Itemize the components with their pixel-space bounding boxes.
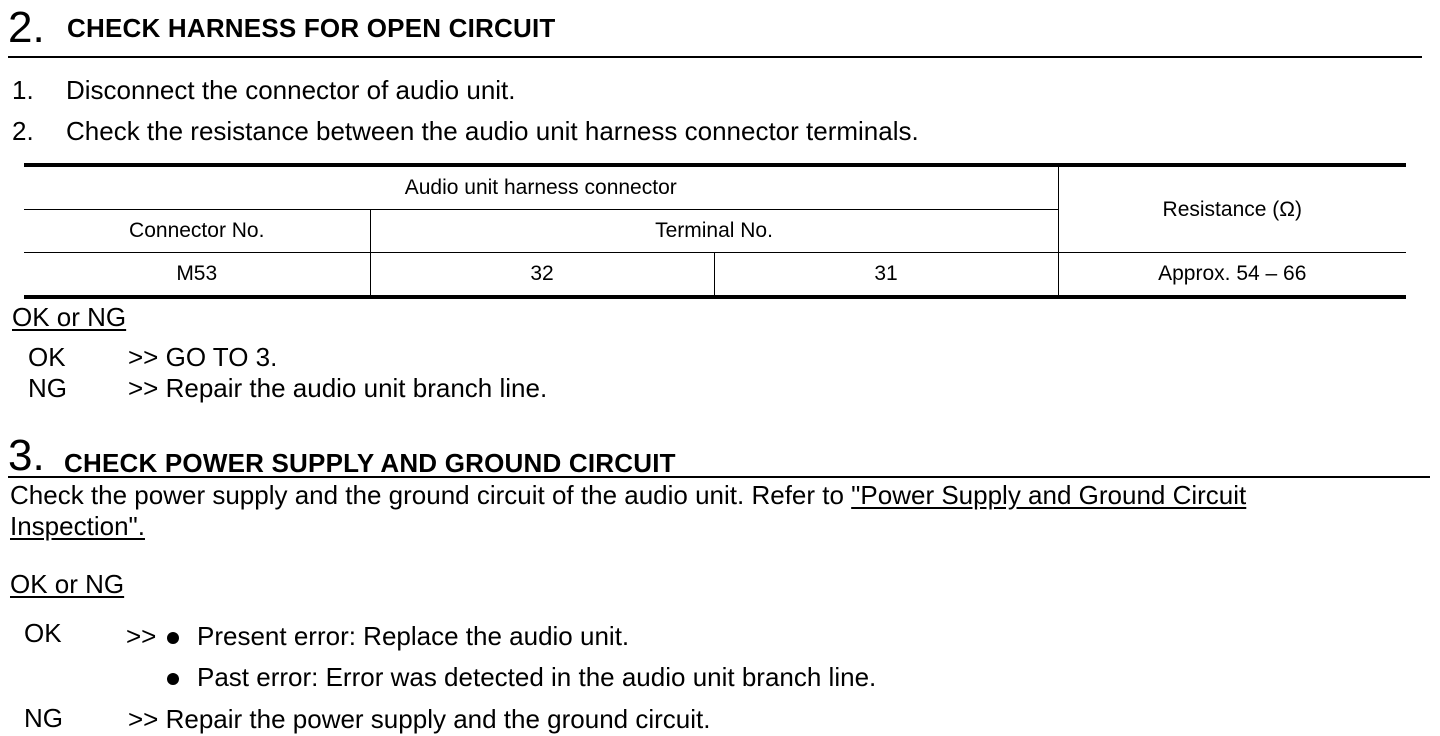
- resistance-table: Audio unit harness connector Resistance …: [24, 163, 1406, 299]
- terminal-header-cell: Terminal No.: [369, 209, 1059, 253]
- step3-ng-action: >> Repair the power supply and the groun…: [128, 704, 711, 734]
- step2-result-heading: OK or NG: [12, 302, 127, 332]
- step2-heading-rule: [8, 56, 1422, 58]
- resistance-header-cell: Resistance (Ω): [1057, 163, 1406, 253]
- step2-ng-code: NG: [28, 373, 67, 403]
- step3-ok-bullet-2: Past error: Error was detected in the au…: [197, 662, 877, 692]
- instruction-1-number: 1.: [12, 75, 34, 105]
- terminal-b-cell: 31: [713, 252, 1059, 299]
- step2-ok-action: >> GO TO 3.: [128, 342, 278, 372]
- connector-value-cell: M53: [24, 252, 371, 299]
- step3-title: CHECK POWER SUPPLY AND GROUND CIRCUIT: [64, 448, 676, 478]
- bullet-icon: [167, 631, 179, 649]
- resistance-value-cell: Approx. 54 – 66: [1057, 252, 1406, 299]
- step3-ok-prefix: >>: [126, 621, 157, 651]
- power-supply-inspection-link-continued[interactable]: Inspection".: [10, 511, 145, 541]
- terminal-a-cell: 32: [369, 252, 715, 299]
- step2-title: CHECK HARNESS FOR OPEN CIRCUIT: [67, 13, 556, 43]
- step3-ok-code: OK: [24, 618, 62, 648]
- step3-description-text: Check the power supply and the ground ci…: [10, 480, 852, 510]
- instruction-2-number: 2.: [12, 116, 34, 146]
- step2-ng-action: >> Repair the audio unit branch line.: [128, 373, 548, 403]
- step3-ng-code: NG: [24, 703, 63, 733]
- group-header-cell: Audio unit harness connector: [24, 163, 1059, 210]
- connector-header-cell: Connector No.: [24, 209, 371, 253]
- step3-heading-rule: [8, 476, 1430, 478]
- step3-result-heading: OK or NG: [10, 569, 125, 599]
- step3-description: Check the power supply and the ground ci…: [10, 482, 1246, 508]
- power-supply-inspection-link[interactable]: "Power Supply and Ground Circuit: [851, 480, 1247, 510]
- step2-ok-code: OK: [28, 342, 66, 372]
- instruction-2-text: Check the resistance between the audio u…: [66, 116, 919, 146]
- step2-number: 2.: [8, 3, 45, 52]
- step3-ok-bullet-1: Present error: Replace the audio unit.: [197, 621, 630, 651]
- bullet-icon: [167, 672, 179, 690]
- step3-number: 3.: [8, 431, 45, 480]
- instruction-1-text: Disconnect the connector of audio unit.: [66, 75, 516, 105]
